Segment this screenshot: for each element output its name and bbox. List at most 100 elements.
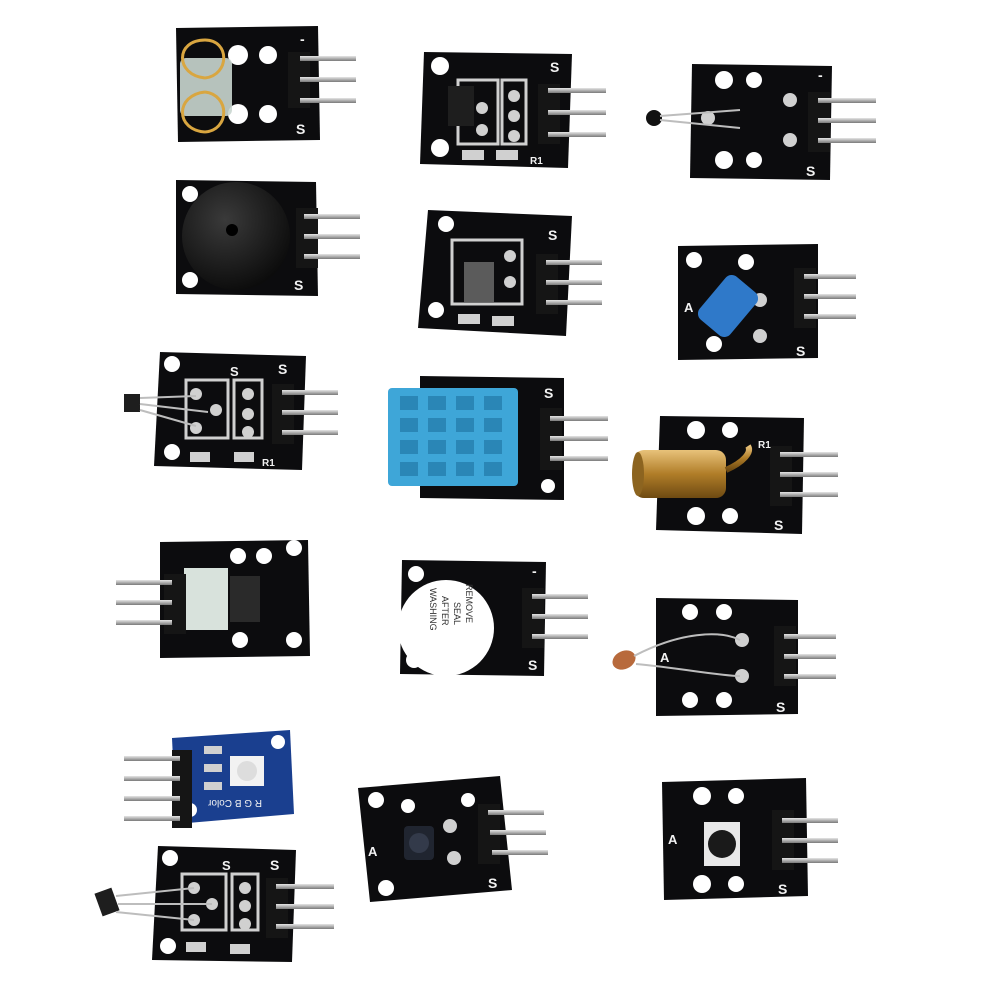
- dht11-slot: [428, 440, 446, 454]
- pin: [804, 314, 856, 319]
- pad-block: [180, 872, 228, 932]
- mount-hole: [746, 72, 762, 88]
- mount-hole: [728, 876, 744, 892]
- pin: [548, 88, 606, 93]
- via: [753, 329, 767, 343]
- board: [690, 64, 832, 180]
- laser-barrel: [634, 450, 726, 498]
- via: [735, 669, 749, 683]
- silk-resistor: R1: [530, 156, 543, 167]
- pin: [550, 436, 608, 441]
- mount-hole: [408, 566, 424, 582]
- temperature-sensor-module: S S: [94, 846, 334, 962]
- pin: [546, 300, 602, 305]
- pin: [276, 924, 334, 929]
- pin: [116, 580, 172, 585]
- dht11-slot: [456, 440, 474, 454]
- rgb-led-module: R G B Color: [124, 730, 294, 828]
- buzzer-body: [182, 182, 290, 290]
- via: [242, 408, 254, 420]
- header: [288, 52, 310, 108]
- seal-line: WASHING: [428, 588, 438, 631]
- silk-signal: S: [230, 364, 239, 379]
- tilt-capsule-module: A S: [678, 244, 856, 360]
- via: [190, 388, 202, 400]
- passive-buzzer-module: S: [176, 180, 360, 296]
- pin: [532, 594, 588, 599]
- silk-signal: S: [796, 343, 805, 359]
- silk-signal: S: [806, 163, 815, 179]
- mount-hole: [428, 302, 444, 318]
- pin: [784, 634, 836, 639]
- pin: [818, 98, 876, 103]
- pin: [124, 776, 180, 781]
- silk-a: A: [368, 844, 378, 859]
- interrupter-slot: [184, 568, 228, 630]
- dht11-slot: [428, 462, 446, 476]
- laser-lead: [724, 444, 752, 473]
- mount-hole: [256, 548, 272, 564]
- mount-hole: [162, 850, 178, 866]
- mount-hole: [722, 508, 738, 524]
- dht11-slot: [400, 418, 418, 432]
- pin: [116, 600, 172, 605]
- dht11-housing: [388, 388, 518, 486]
- pin: [282, 390, 338, 395]
- mount-hole: [715, 151, 733, 169]
- via: [508, 110, 520, 122]
- temperature-probe-module: S -: [646, 64, 876, 180]
- dht11-slot: [428, 418, 446, 432]
- via: [504, 250, 516, 262]
- silk-resistor: R1: [262, 458, 275, 469]
- silk-resistor: R1: [758, 440, 771, 451]
- mount-hole: [271, 735, 285, 749]
- pin: [304, 214, 360, 219]
- silk-signal: S: [296, 121, 305, 137]
- smd-resistor: [496, 150, 518, 160]
- mount-hole: [438, 216, 454, 232]
- pin: [124, 816, 180, 821]
- pin: [546, 260, 602, 265]
- mount-hole: [259, 105, 277, 123]
- smd-resistor: [204, 782, 222, 790]
- button-cap: [708, 830, 736, 858]
- silk-ground: -: [818, 67, 823, 83]
- buzzer-seal: [398, 580, 494, 676]
- reed-switch-module: S -: [176, 26, 356, 142]
- probe-leads: [659, 109, 741, 129]
- dht11-slot: [484, 418, 502, 432]
- dht11-slot: [456, 462, 474, 476]
- pin: [818, 118, 876, 123]
- pin: [548, 110, 606, 115]
- pin: [782, 818, 838, 823]
- infrared-transmitter-module: S R1: [420, 52, 606, 168]
- laser-emitter-module: S R1: [632, 416, 838, 534]
- dht11-module: S: [388, 376, 608, 500]
- pin: [532, 614, 588, 619]
- mount-hole: [728, 788, 744, 804]
- smd-resistor: [234, 452, 254, 462]
- via: [476, 124, 488, 136]
- pin: [492, 850, 548, 855]
- via: [783, 133, 797, 147]
- via: [504, 276, 516, 288]
- pin: [550, 416, 608, 421]
- pad-block: [450, 238, 524, 306]
- mount-hole: [401, 799, 415, 813]
- pin: [488, 810, 544, 815]
- mount-hole: [182, 186, 198, 202]
- mount-hole: [378, 880, 394, 896]
- mount-hole: [182, 272, 198, 288]
- mount-hole: [722, 422, 738, 438]
- pin: [548, 132, 606, 137]
- smd-resistor: [204, 764, 222, 772]
- pin: [116, 620, 172, 625]
- silk-ground: -: [532, 563, 537, 579]
- via: [508, 130, 520, 142]
- mercury-tilt-switch-module: S: [418, 210, 602, 336]
- smd-resistor: [492, 316, 514, 326]
- via: [239, 918, 251, 930]
- mount-hole: [687, 507, 705, 525]
- mount-hole: [286, 540, 302, 556]
